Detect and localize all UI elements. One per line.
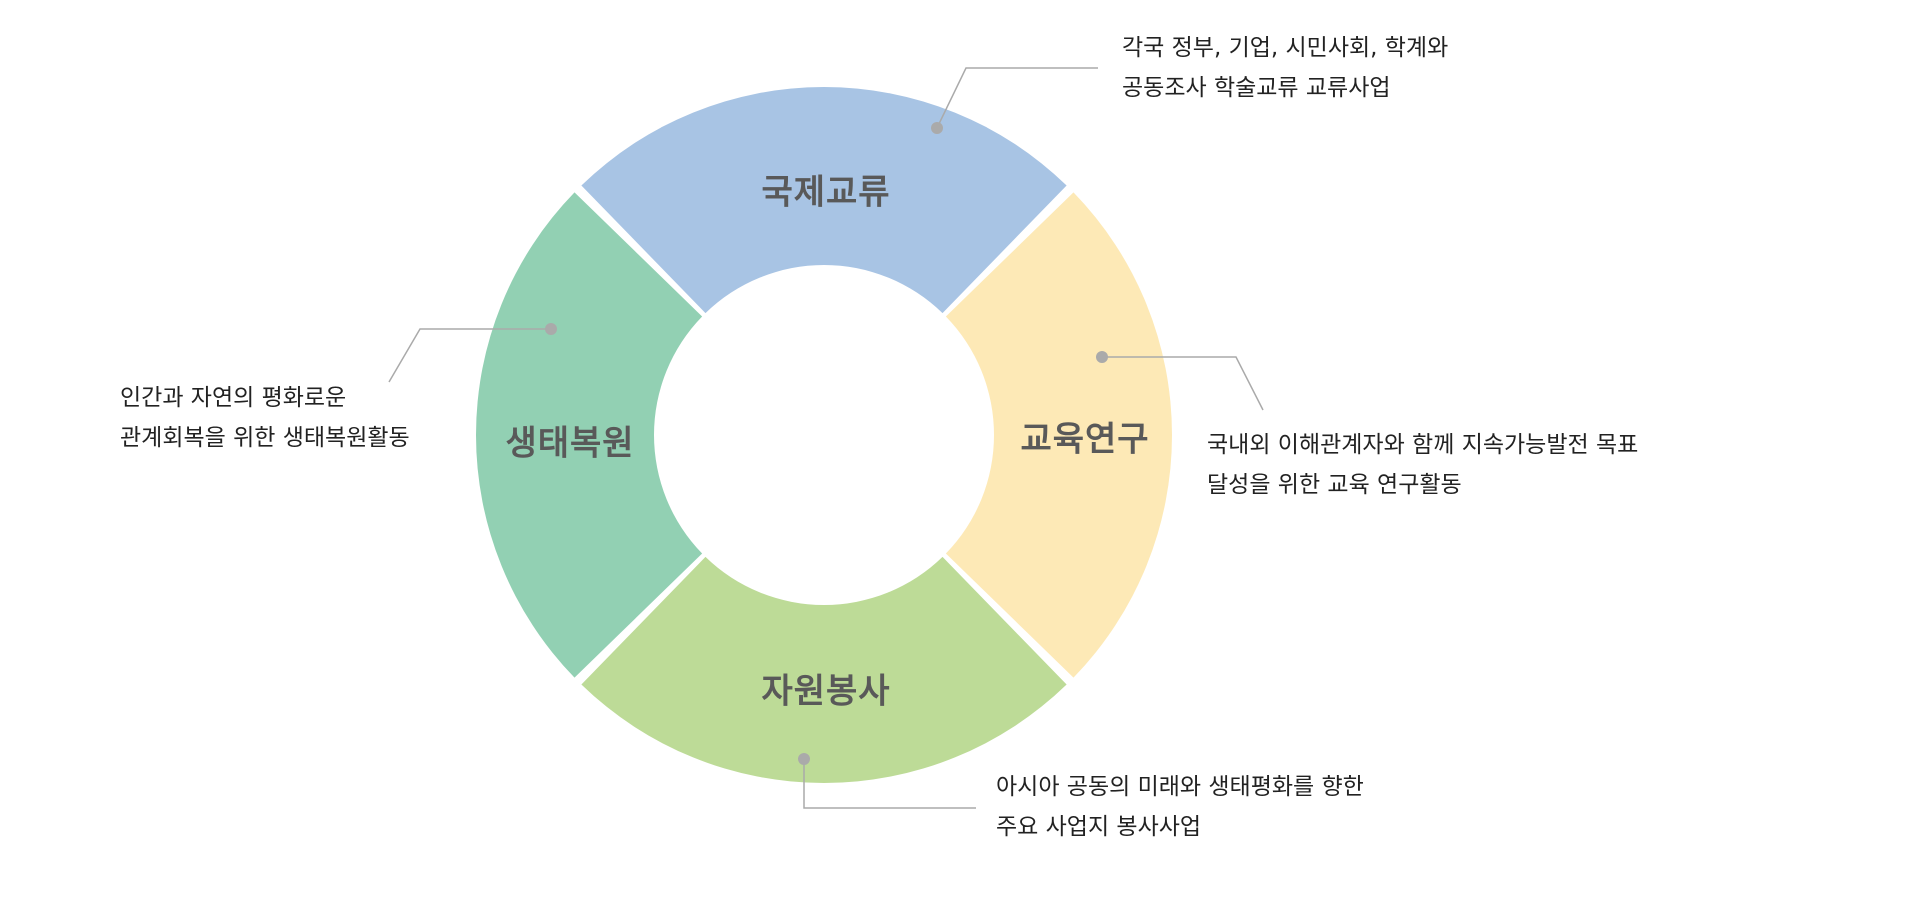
description-line: 주요 사업지 봉사사업 — [996, 814, 1202, 840]
leader-dot-education — [1096, 351, 1108, 363]
description-line: 관계회복을 위한 생태복원활동 — [120, 425, 410, 451]
ring-segment-education — [945, 192, 1172, 678]
description-line: 각국 정부, 기업, 시민사회, 학계와 — [1122, 35, 1449, 61]
leader-line-international — [936, 67, 1098, 129]
leader-line-ecology — [388, 328, 551, 383]
leader-line-education — [1102, 356, 1264, 411]
segment-label-international: 국제교류 — [761, 172, 891, 213]
leader-line-volunteer — [803, 759, 976, 809]
description-line: 달성을 위한 교육 연구활동 — [1207, 472, 1462, 498]
leader-dot-international — [931, 122, 943, 134]
description-education: 국내외 이해관계자와 함께 지속가능발전 목표 달성을 위한 교육 연구활동 — [1207, 425, 1638, 505]
segment-label-volunteer: 자원봉사 — [761, 671, 891, 712]
description-line: 공동조사 학술교류 교류사업 — [1122, 75, 1391, 101]
description-line: 아시아 공동의 미래와 생태평화를 향한 — [996, 774, 1364, 800]
leader-dot-ecology — [545, 323, 557, 335]
segment-label-education: 교육연구 — [1020, 419, 1150, 460]
leader-lines — [388, 67, 1264, 809]
ring-segment-international — [581, 87, 1067, 314]
ring-segment-ecology — [476, 192, 703, 678]
ring-segment-volunteer — [581, 556, 1067, 783]
description-international: 각국 정부, 기업, 시민사회, 학계와 공동조사 학술교류 교류사업 — [1122, 28, 1448, 108]
leader-dot-volunteer — [798, 753, 810, 765]
ring-segments — [476, 87, 1172, 783]
description-volunteer: 아시아 공동의 미래와 생태평화를 향한 주요 사업지 봉사사업 — [996, 767, 1364, 847]
description-ecology: 인간과 자연의 평화로운 관계회복을 위한 생태복원활동 — [120, 378, 410, 458]
segment-label-ecology: 생태복원 — [505, 423, 635, 464]
description-line: 국내외 이해관계자와 함께 지속가능발전 목표 — [1207, 432, 1639, 458]
description-line: 인간과 자연의 평화로운 — [120, 385, 347, 411]
